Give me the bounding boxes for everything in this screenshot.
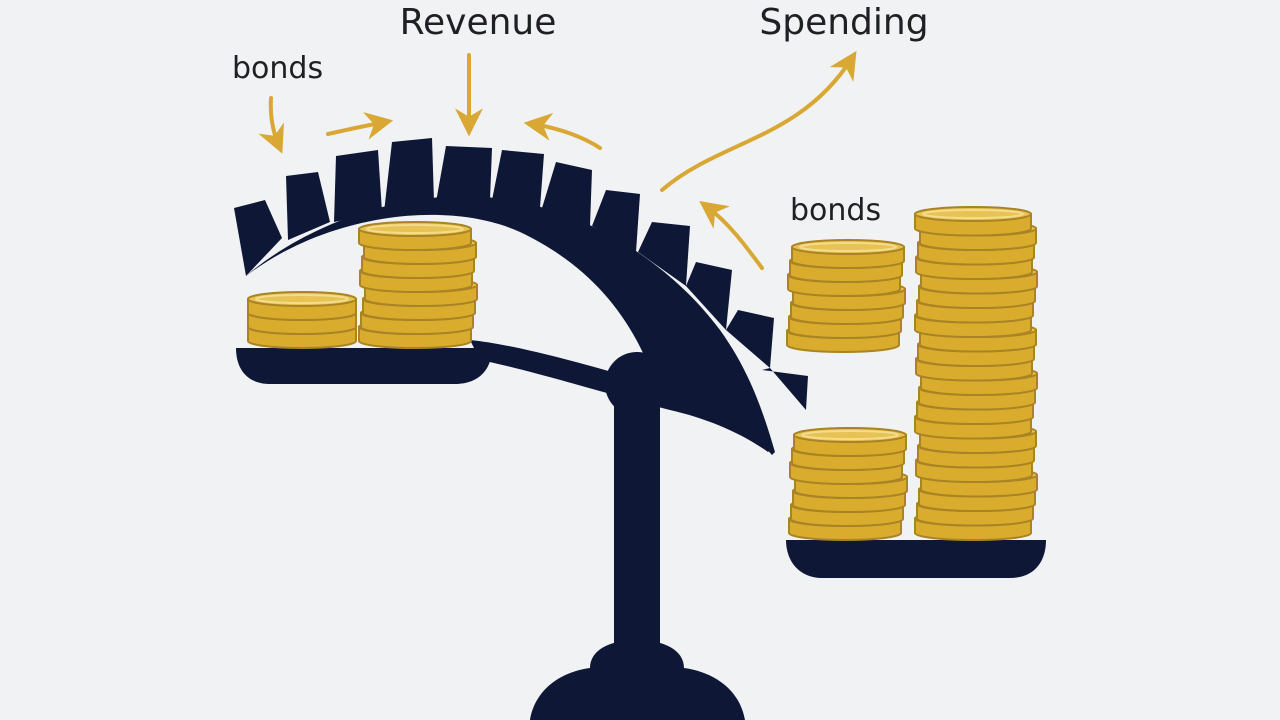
coin-stack-icon: [786, 239, 906, 353]
coin: [914, 206, 1032, 237]
coin: [247, 291, 357, 321]
jagged-arch: [234, 138, 808, 456]
coin: [358, 221, 472, 251]
spending-label: Spending: [759, 2, 928, 43]
arrow-icon: [258, 96, 284, 154]
arrow-icon: [699, 201, 764, 270]
balance-scale-icon: [236, 340, 1046, 720]
coin: [793, 427, 907, 457]
coin-stack-icon: [914, 206, 1038, 541]
bonds-label-left: bonds: [232, 51, 323, 86]
coin-stack-icon: [788, 427, 908, 541]
arrow-icon: [326, 112, 394, 140]
arrows: [258, 50, 857, 270]
revenue-label: Revenue: [400, 2, 557, 43]
coin-stacks: [247, 206, 1038, 541]
coin: [791, 239, 905, 269]
arrow-icon: [660, 50, 857, 192]
coin-stack-icon: [247, 291, 357, 349]
coin-stack-icon: [358, 221, 478, 349]
bonds-label-right: bonds: [790, 193, 881, 228]
arrow-icon: [523, 112, 602, 150]
